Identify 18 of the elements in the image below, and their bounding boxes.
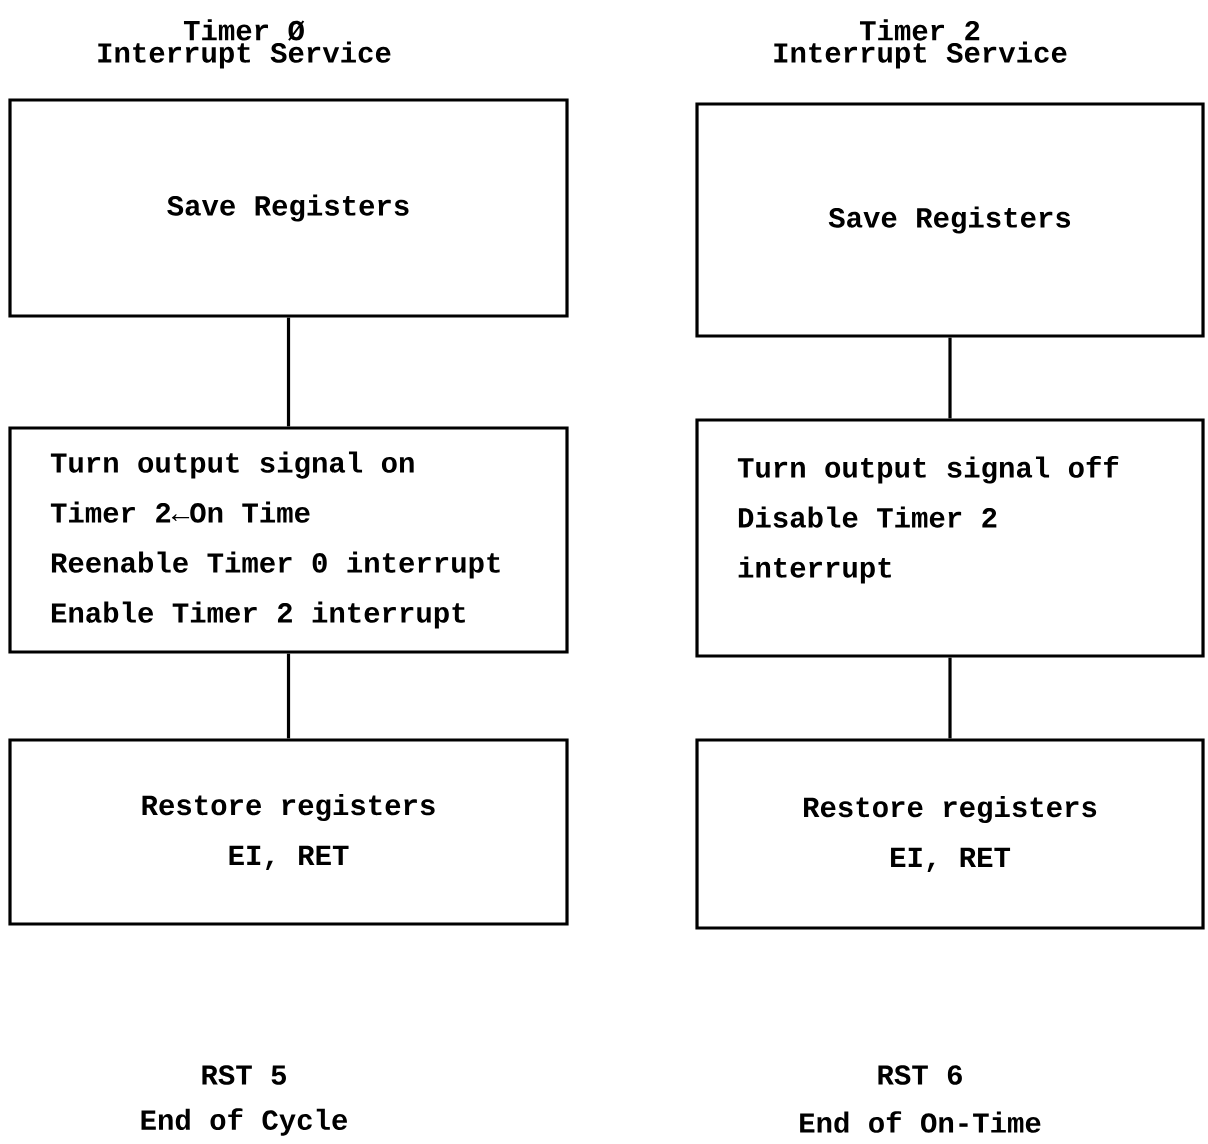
connector-line: [948, 657, 952, 739]
column-heading: Timer 2: [860, 19, 980, 41]
column-heading: Interrupt Service: [98, 41, 391, 69]
process-box: Restore registers EI, RET: [695, 738, 1205, 930]
connector-line: [948, 337, 952, 419]
vector-label: End of Cycle: [141, 1108, 347, 1136]
column-heading: Timer Ø: [183, 19, 305, 41]
column-heading: Interrupt Service: [774, 41, 1067, 69]
vector-label: RST 5: [202, 1065, 286, 1085]
process-box: Turn output signal off Disable Timer 2 interrupt: [695, 418, 1205, 658]
process-box: Save Registers: [695, 102, 1205, 338]
vector-label: RST 6: [878, 1065, 962, 1085]
process-box: Restore registers EI, RET: [8, 738, 569, 926]
process-box: Turn output signal on Timer 2←On Time Reenable Timer 0 interrupt Enable Timer 2 interrupt: [8, 426, 569, 654]
connector-line: [286, 653, 291, 739]
connector-line: [286, 317, 291, 427]
vector-label: End of On-Time: [800, 1111, 1041, 1133]
process-box: Save Registers: [8, 98, 569, 318]
